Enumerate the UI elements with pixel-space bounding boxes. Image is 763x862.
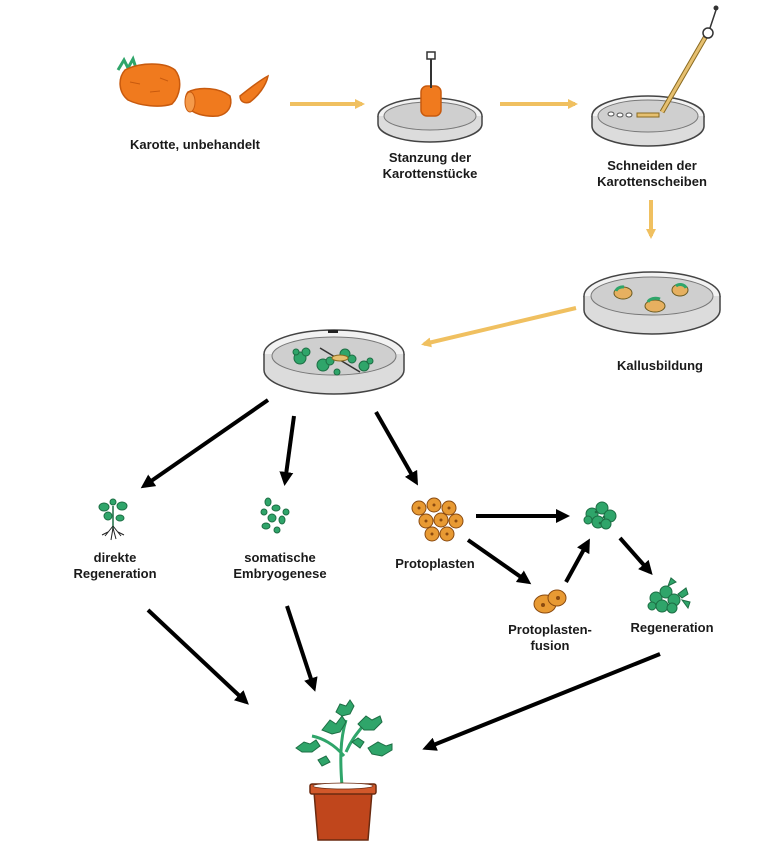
scalpel-icon [659, 5, 719, 114]
label-callus: Kallusbildung [617, 358, 703, 373]
label-somatic-embryogenesis-line2: Embryogenese [233, 566, 327, 581]
label-direct-regeneration-line2: Regeneration [73, 566, 157, 581]
petri-dish-icon [583, 271, 721, 335]
petri-dish-icon [263, 329, 405, 395]
label-protoplasts: Protoplasten [395, 556, 475, 571]
label-untreated: Karotte, unbehandelt [129, 137, 260, 152]
label-punching-line1: Stanzung der [388, 150, 472, 165]
protoplast-icon [533, 589, 567, 614]
arrow-dish-to-embryogenesis [279, 415, 296, 486]
arrow-dish-to-direct-regeneration [140, 398, 270, 489]
petri-dish-icon [377, 51, 483, 143]
label-protoplast-fusion-line1: Protoplasten- [508, 622, 592, 637]
label-slicing-line2: Karottenscheiben [597, 174, 707, 189]
arrow-protoplasts-to-fusion [466, 538, 532, 585]
plantlet-icon [583, 501, 617, 530]
label-slicing: Schneiden der Karottenscheiben [572, 158, 732, 190]
label-protoplast-fusion-line2: fusion [530, 638, 570, 653]
label-direct-regeneration: direkte Regeneration [55, 550, 175, 582]
arrow-callus-to-regeneration [618, 536, 653, 575]
label-somatic-embryogenesis-line1: somatische [244, 550, 316, 565]
arrow-dish-to-protoplasts [374, 411, 418, 486]
label-protoplast-fusion: Protoplasten- fusion [490, 622, 610, 654]
label-punching: Stanzung der Karottenstücke [360, 150, 500, 182]
plantlet-icon [647, 577, 691, 614]
arrow-fusion-to-callus [564, 538, 590, 583]
arrow-embryogenesis-to-plant [285, 605, 318, 692]
protoplast-icon [411, 497, 464, 542]
arrow-regeneration-to-plant [422, 652, 661, 751]
carrot-icon [116, 55, 270, 117]
petri-dish-icon [591, 95, 705, 147]
label-direct-regeneration-line1: direkte [93, 550, 137, 565]
embryo-icon [260, 497, 290, 534]
potted-plant-icon [295, 699, 393, 841]
label-slicing-line1: Schneiden der [607, 158, 697, 173]
plantlet-icon [98, 498, 128, 541]
label-regeneration: Regeneration [630, 620, 714, 635]
label-somatic-embryogenesis: somatische Embryogenese [215, 550, 345, 582]
label-punching-line2: Karottenstücke [382, 166, 478, 181]
arrow-direct-regeneration-to-plant [146, 608, 249, 705]
arrow-callus-to-dish [421, 306, 577, 348]
